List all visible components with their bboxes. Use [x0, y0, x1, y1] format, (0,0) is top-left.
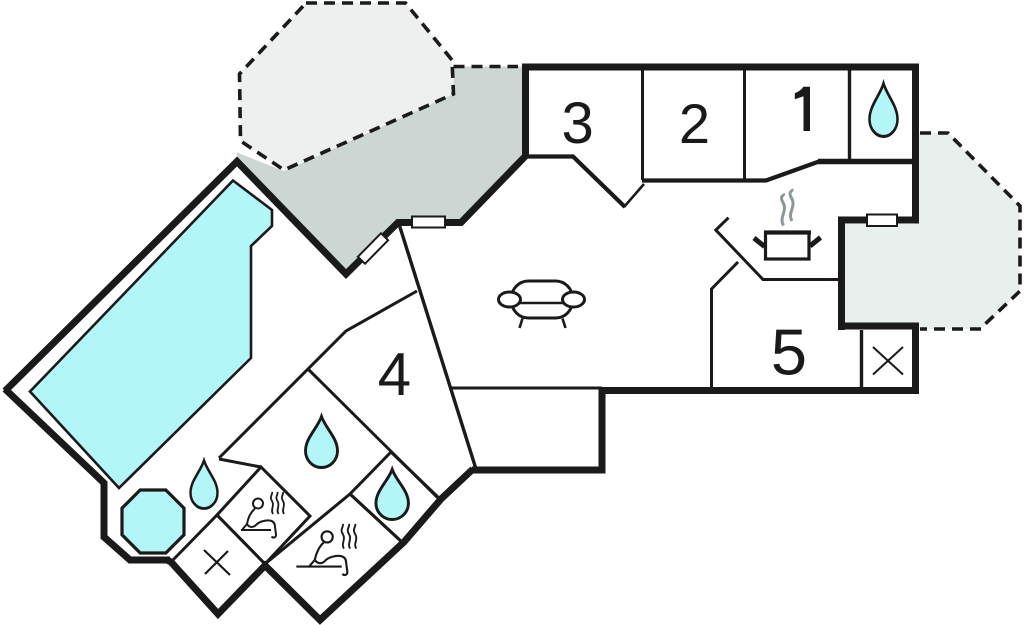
svg-text:4: 4: [378, 341, 411, 408]
svg-text:3: 3: [561, 91, 593, 156]
svg-text:5: 5: [771, 316, 807, 389]
svg-text:2: 2: [679, 92, 710, 155]
